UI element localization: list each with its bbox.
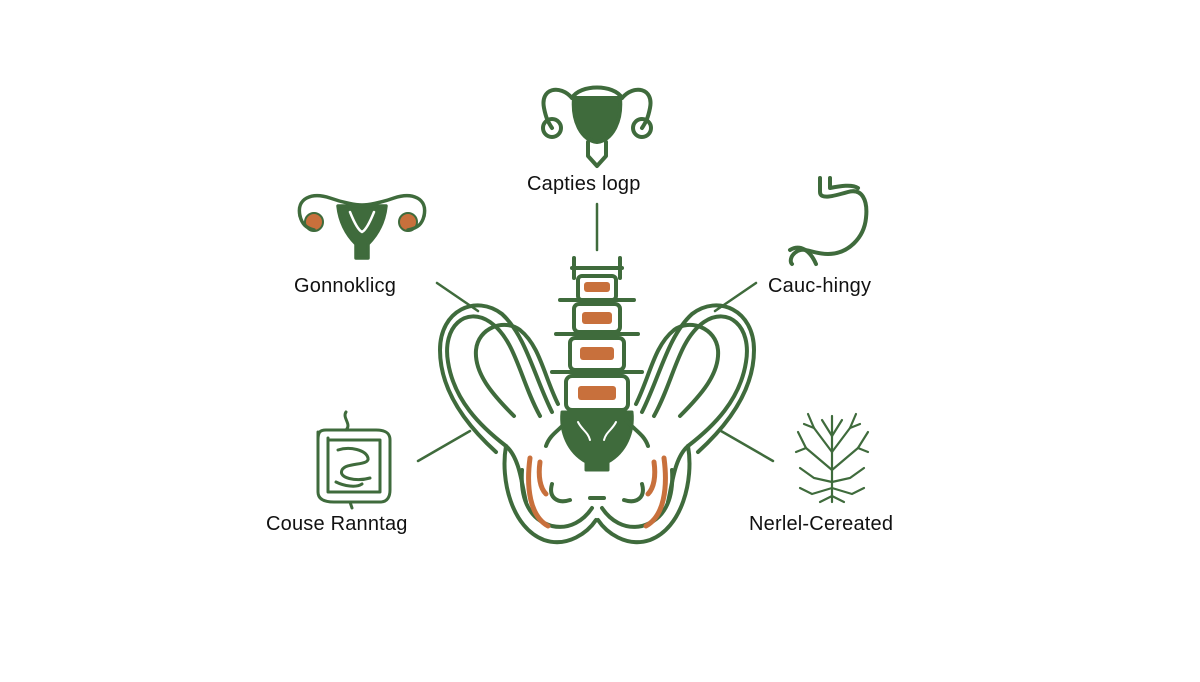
sacrum [544,410,650,472]
label-top: Capties logp [527,173,641,195]
label-lower-right: Nerlel-Cereated [749,513,894,535]
label-upper-right: Cauc-hingy [768,275,872,297]
label-lower-left: Couse Ranntag [266,513,408,535]
bladder-uterus-icon [541,85,653,168]
vertebrae [550,256,644,412]
right-ilium [634,303,756,504]
pelvic-muscles [526,455,668,529]
pelvis-spine-icon [438,256,756,545]
label-upper-left: Gonnoklicg [294,275,397,297]
connector-lower-left [416,429,472,463]
intestines-icon [316,410,392,510]
pelvic-floor [502,444,692,545]
connector-lower-right [719,429,775,463]
left-ilium [438,303,560,504]
stomach-icon [788,176,869,266]
nerve-tree-icon [794,412,870,504]
intervertebral-discs [578,282,616,400]
uterus-icon [297,194,427,260]
